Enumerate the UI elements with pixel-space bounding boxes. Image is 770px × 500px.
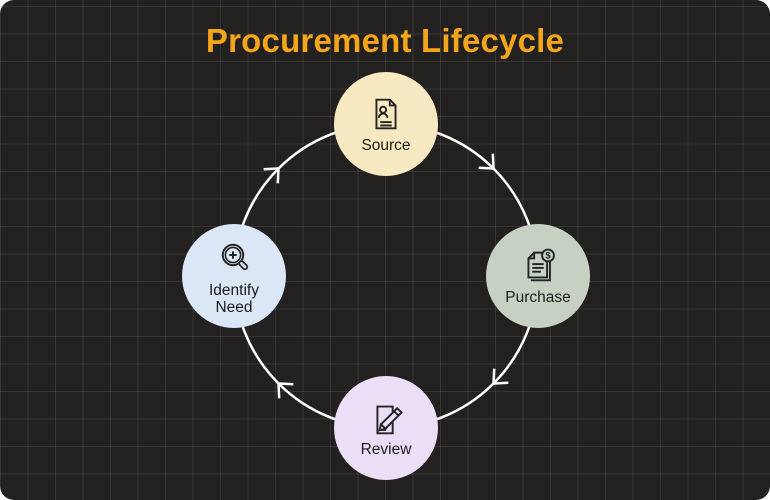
dollar-glyph: $ xyxy=(545,251,551,262)
node-identify-need-label: Identify Need xyxy=(209,281,259,316)
document-pencil-icon xyxy=(376,405,403,435)
node-source-label: Source xyxy=(361,137,411,155)
node-source: Source xyxy=(334,72,438,176)
flow-arrow-bottom-left xyxy=(277,382,294,399)
node-identify-need: Identify Need xyxy=(182,224,286,328)
node-review: Review xyxy=(334,376,438,480)
profile-document-icon xyxy=(375,99,397,130)
magnifier-plus-icon xyxy=(221,243,249,270)
flow-arrow-top-right xyxy=(478,153,495,170)
node-purchase-label: Purchase xyxy=(505,289,571,307)
invoice-dollar-icon: $ xyxy=(527,248,555,282)
node-purchase: $ Purchase xyxy=(486,224,590,328)
node-review-label: Review xyxy=(360,441,412,459)
flow-arrow-bottom-right xyxy=(492,368,509,385)
flow-arrow-top-left xyxy=(263,167,280,184)
diagram-title: Procurement Lifecycle xyxy=(205,22,565,59)
